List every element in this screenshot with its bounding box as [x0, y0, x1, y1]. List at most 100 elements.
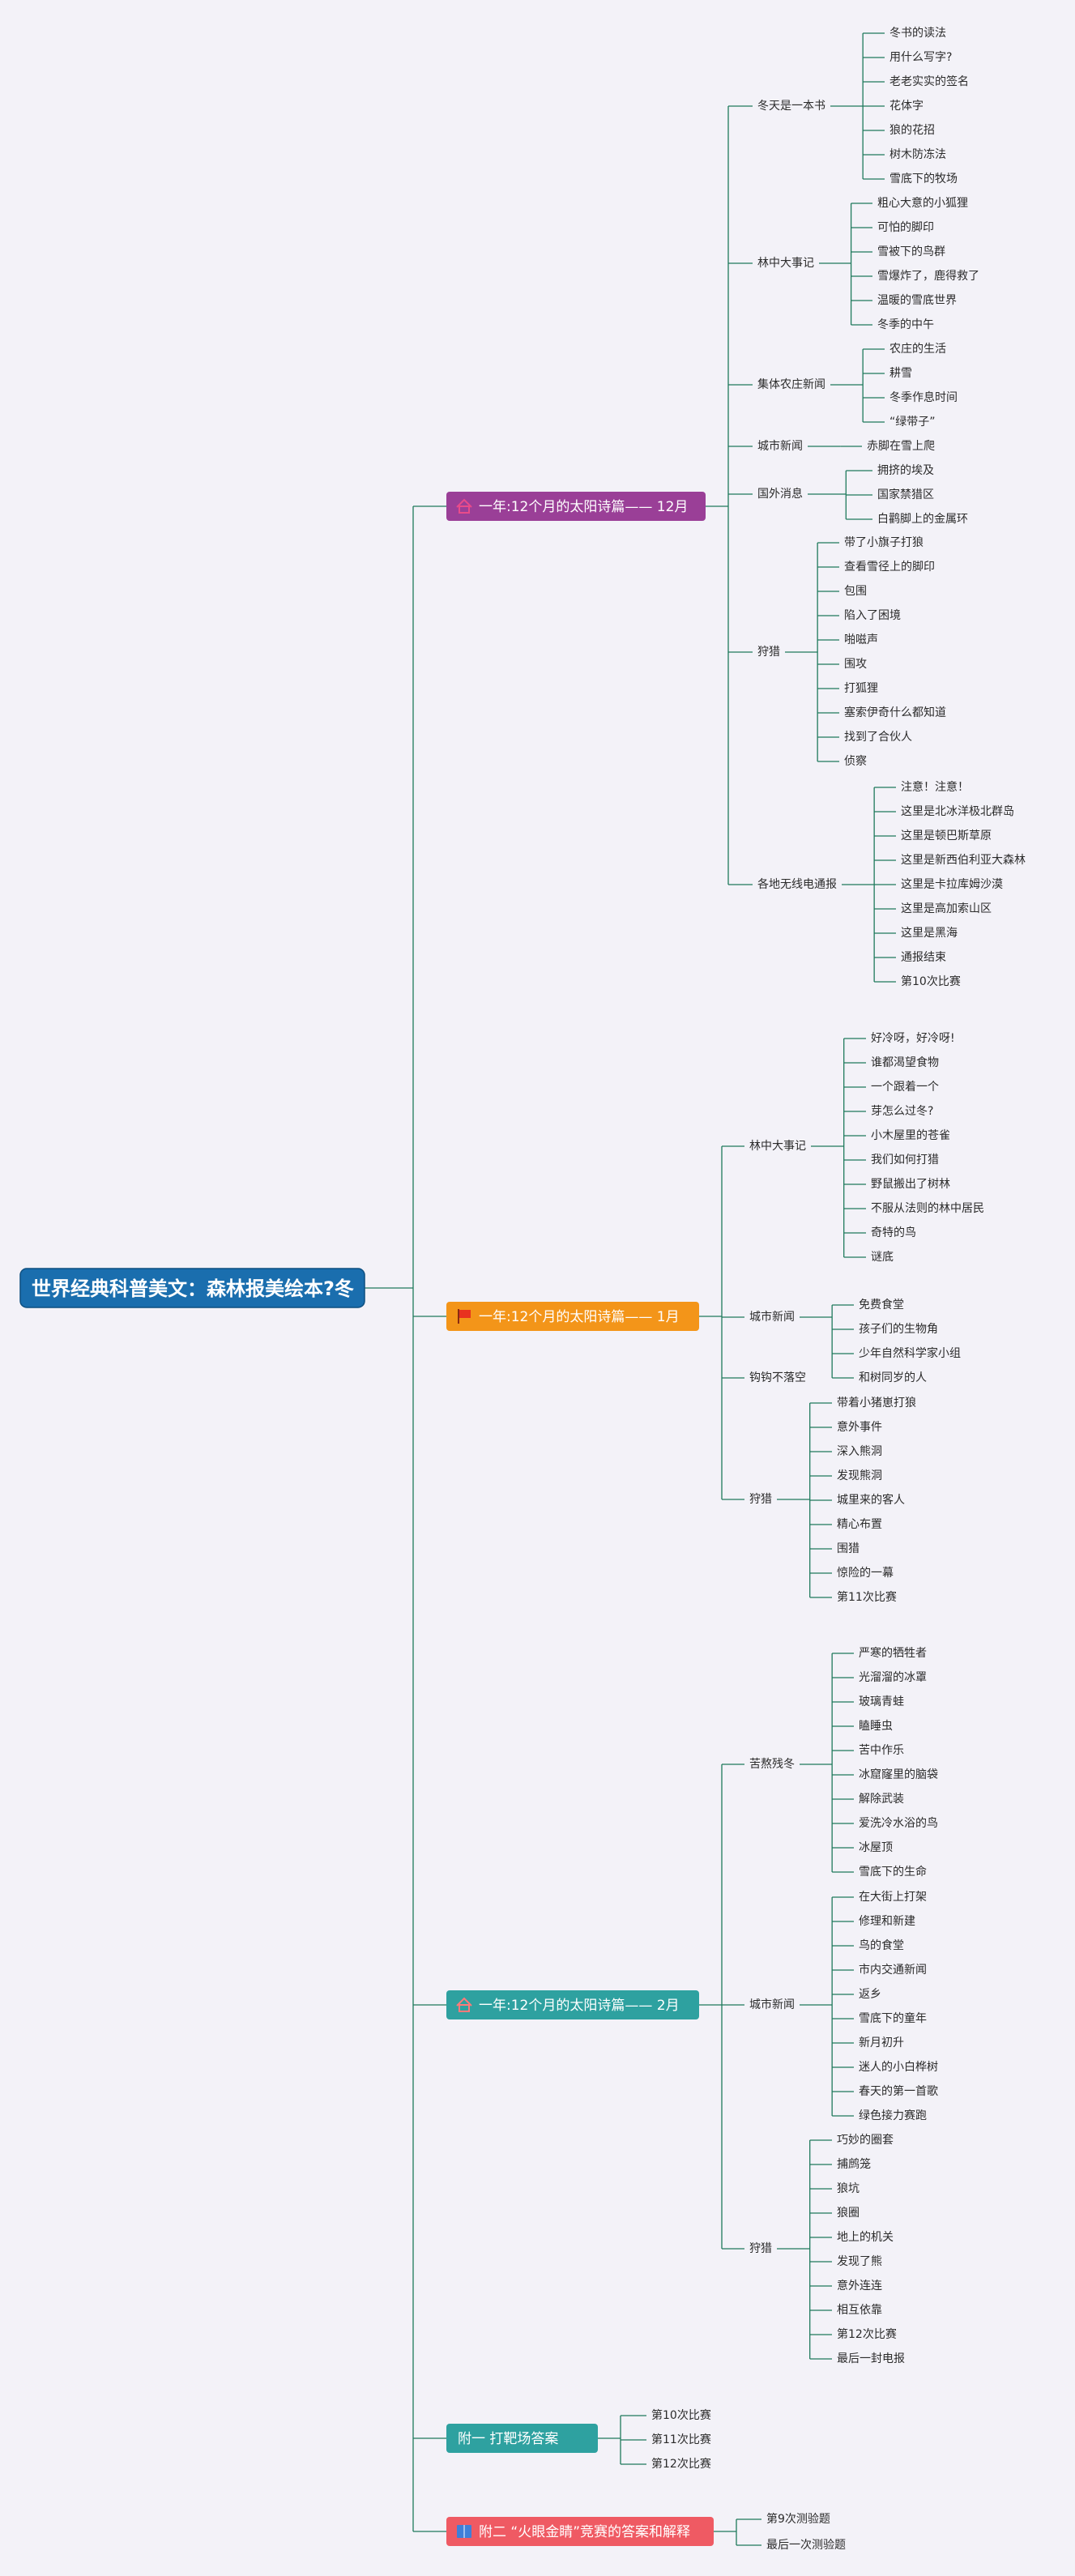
- leaf-item[interactable]: 发现了熊: [837, 2255, 882, 2268]
- leaf-item[interactable]: 老老实实的签名: [889, 75, 969, 88]
- leaf-item[interactable]: 围攻: [844, 658, 867, 671]
- leaf-item[interactable]: 意外连连: [837, 2279, 882, 2292]
- leaf-item[interactable]: 我们如何打猎: [871, 1153, 939, 1166]
- leaf-item[interactable]: 农庄的生活: [889, 342, 946, 356]
- subtopic-3[interactable]: 钩钩不落空: [749, 1371, 806, 1384]
- leaf-item[interactable]: 查看雪径上的脚印: [844, 561, 935, 574]
- leaf-item[interactable]: 啪嗞声: [844, 633, 878, 646]
- branch-node-2[interactable]: 一年:12个月的太阳诗篇—— 1月: [446, 1302, 699, 1331]
- subtopic-1[interactable]: 第9次测验题: [766, 2512, 830, 2526]
- leaf-item[interactable]: 赤脚在雪上爬: [867, 440, 935, 453]
- subtopic-2[interactable]: 城市新闻: [749, 1310, 795, 1324]
- leaf-item[interactable]: 围猎: [837, 1542, 860, 1555]
- leaf-item[interactable]: “绿带子”: [889, 416, 936, 429]
- leaf-item[interactable]: 注意！注意！: [901, 780, 969, 794]
- leaf-item[interactable]: 狼坑: [837, 2182, 860, 2195]
- leaf-item[interactable]: 这里是北冰洋极北群岛: [901, 804, 1014, 818]
- leaf-item[interactable]: 带着小猪崽打狼: [837, 1396, 916, 1410]
- leaf-item[interactable]: 打狐狸: [844, 681, 878, 695]
- leaf-item[interactable]: 这里是高加索山区: [901, 902, 992, 915]
- subtopic-3[interactable]: 第12次比赛: [651, 2457, 711, 2471]
- leaf-item[interactable]: 这里是顿巴斯草原: [901, 829, 992, 842]
- leaf-item[interactable]: 绿色接力赛跑: [859, 2109, 927, 2122]
- branch-node-1[interactable]: 一年:12个月的太阳诗篇—— 12月: [446, 492, 706, 521]
- leaf-item[interactable]: 奇特的鸟: [871, 1226, 916, 1239]
- subtopic-7[interactable]: 各地无线电通报: [757, 878, 837, 891]
- leaf-item[interactable]: 返乡: [859, 1988, 881, 2001]
- leaf-item[interactable]: 树木防冻法: [889, 147, 946, 161]
- leaf-item[interactable]: 狼圈: [837, 2207, 860, 2220]
- subtopic-2[interactable]: 第11次比赛: [651, 2433, 711, 2446]
- leaf-item[interactable]: 粗心大意的小狐狸: [877, 196, 968, 210]
- leaf-item[interactable]: 第11次比赛: [837, 1590, 897, 1604]
- leaf-item[interactable]: 少年自然科学家小组: [859, 1346, 961, 1360]
- leaf-item[interactable]: 第12次比赛: [837, 2327, 897, 2341]
- leaf-item[interactable]: 白鹳脚上的金属环: [877, 512, 968, 526]
- leaf-item[interactable]: 谁都渴望食物: [871, 1056, 939, 1069]
- leaf-item[interactable]: 孩子们的生物角: [859, 1323, 938, 1336]
- leaf-item[interactable]: 发现熊洞: [837, 1469, 882, 1482]
- leaf-item[interactable]: 严寒的牺牲者: [859, 1646, 927, 1660]
- leaf-item[interactable]: 爱洗冷水浴的鸟: [859, 1817, 938, 1830]
- leaf-item[interactable]: 冰屋顶: [859, 1841, 893, 1854]
- leaf-item[interactable]: 这里是黑海: [901, 926, 958, 940]
- leaf-item[interactable]: 雪爆炸了，鹿得救了: [877, 269, 979, 283]
- leaf-item[interactable]: 一个跟着一个: [871, 1081, 939, 1094]
- leaf-item[interactable]: 国家禁猎区: [877, 488, 934, 501]
- subtopic-6[interactable]: 狩猎: [757, 646, 780, 659]
- leaf-item[interactable]: 可怕的脚印: [877, 221, 934, 234]
- leaf-item[interactable]: 春天的第一首歌: [859, 2084, 938, 2098]
- leaf-item[interactable]: 冬季的中午: [877, 318, 934, 331]
- leaf-item[interactable]: 包围: [844, 585, 867, 598]
- leaf-item[interactable]: 相互依靠: [837, 2304, 882, 2317]
- subtopic-1[interactable]: 冬天是一本书: [757, 100, 825, 113]
- leaf-item[interactable]: 谜底: [871, 1251, 894, 1264]
- leaf-item[interactable]: 带了小旗子打狼: [844, 535, 924, 549]
- leaf-item[interactable]: 找到了合伙人: [844, 731, 912, 744]
- leaf-item[interactable]: 塞索伊奇什么都知道: [844, 706, 946, 719]
- subtopic-2[interactable]: 林中大事记: [757, 257, 814, 270]
- leaf-item[interactable]: 这里是卡拉库姆沙漠: [901, 877, 1003, 891]
- leaf-item[interactable]: 芽怎么过冬?: [871, 1105, 933, 1118]
- leaf-item[interactable]: 花体字: [889, 100, 924, 113]
- leaf-item[interactable]: 迷人的小白桦树: [859, 2061, 938, 2074]
- leaf-item[interactable]: 第10次比赛: [901, 975, 961, 988]
- leaf-item[interactable]: 不服从法则的林中居民: [871, 1202, 984, 1215]
- leaf-item[interactable]: 解除武装: [859, 1793, 904, 1806]
- leaf-item[interactable]: 地上的机关: [837, 2231, 894, 2244]
- leaf-item[interactable]: 免费食堂: [859, 1298, 904, 1311]
- leaf-item[interactable]: 耕雪: [889, 366, 912, 380]
- leaf-item[interactable]: 惊险的一幕: [837, 1567, 894, 1580]
- leaf-item[interactable]: 瞌睡虫: [859, 1720, 893, 1733]
- leaf-item[interactable]: 冰窟窿里的脑袋: [859, 1768, 938, 1781]
- leaf-item[interactable]: 最后一封电报: [837, 2352, 905, 2365]
- root-node[interactable]: [19, 1268, 365, 1308]
- branch-node-5[interactable]: 附二 “火眼金睛”竞赛的答案和解释: [446, 2517, 714, 2546]
- leaf-item[interactable]: 通报结束: [901, 951, 946, 964]
- leaf-item[interactable]: 精心布置: [837, 1518, 882, 1531]
- leaf-item[interactable]: 意外事件: [837, 1420, 882, 1434]
- leaf-item[interactable]: 野鼠搬出了树林: [871, 1178, 950, 1191]
- subtopic-1[interactable]: 苦熬残冬: [749, 1758, 795, 1771]
- leaf-item[interactable]: 这里是新西伯利亚大森林: [901, 853, 1026, 867]
- leaf-item[interactable]: 雪底下的生命: [859, 1865, 927, 1879]
- leaf-item[interactable]: 光溜溜的冰罩: [859, 1671, 927, 1684]
- subtopic-4[interactable]: 狩猎: [749, 1493, 772, 1506]
- leaf-item[interactable]: 狼的花招: [889, 124, 935, 137]
- leaf-item[interactable]: 好冷呀，好冷呀!: [871, 1032, 955, 1045]
- leaf-item[interactable]: 雪被下的鸟群: [877, 245, 945, 258]
- subtopic-3[interactable]: 狩猎: [749, 2242, 772, 2255]
- leaf-item[interactable]: 和树同岁的人: [859, 1371, 927, 1384]
- leaf-item[interactable]: 雪底下的牧场: [889, 173, 958, 186]
- leaf-item[interactable]: 捕鹧笼: [837, 2157, 871, 2171]
- branch-node-3[interactable]: 一年:12个月的太阳诗篇—— 2月: [446, 1990, 699, 2019]
- leaf-item[interactable]: 小木屋里的苍雀: [871, 1129, 950, 1142]
- subtopic-5[interactable]: 国外消息: [757, 487, 803, 501]
- subtopic-1[interactable]: 林中大事记: [749, 1140, 806, 1153]
- leaf-item[interactable]: 陷入了困境: [844, 609, 901, 622]
- leaf-item[interactable]: 拥挤的埃及: [877, 464, 934, 477]
- subtopic-1[interactable]: 第10次比赛: [651, 2408, 711, 2422]
- leaf-item[interactable]: 侦察: [844, 754, 867, 768]
- leaf-item[interactable]: 玻璃青蛙: [859, 1695, 904, 1708]
- leaf-item[interactable]: 市内交通新闻: [859, 1963, 927, 1977]
